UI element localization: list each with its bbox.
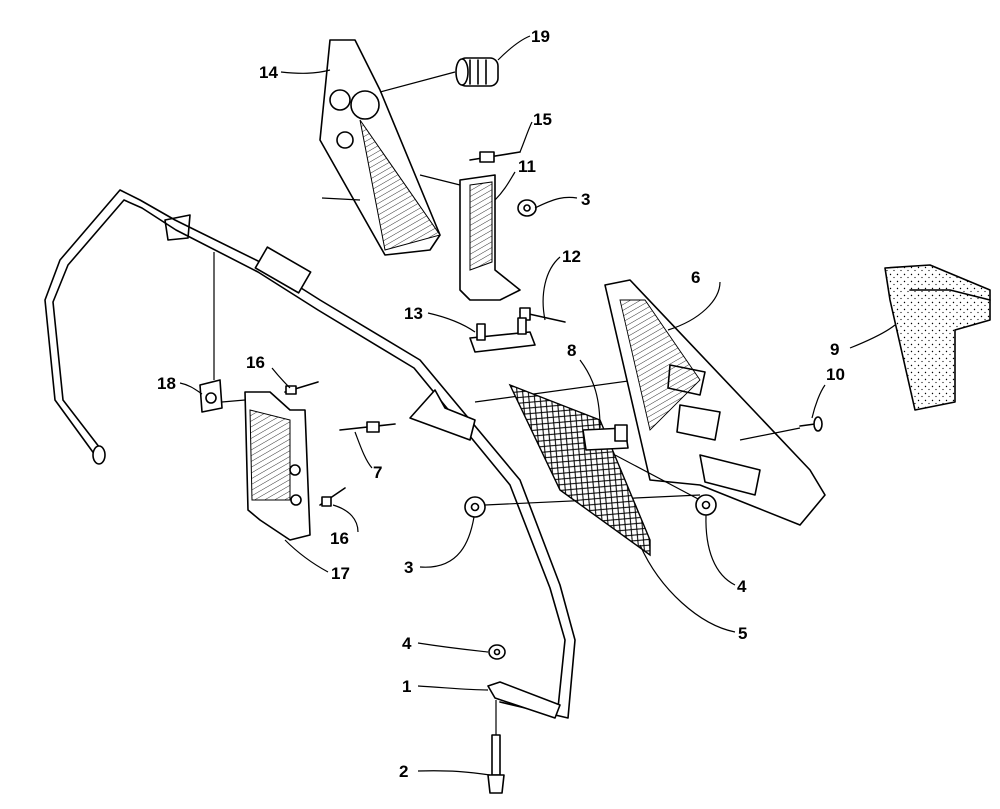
screw-10	[739, 416, 823, 441]
rivet-16-upper	[284, 381, 319, 395]
nut-4-right	[695, 494, 717, 516]
angle-bracket-11	[419, 174, 521, 301]
svg-text:15: 15	[533, 110, 552, 129]
svg-text:19: 19	[531, 27, 550, 46]
foam-pad-9	[884, 264, 991, 411]
callout-16-lower: 16	[330, 504, 359, 548]
clip-plate-8	[582, 424, 629, 451]
rivet-16-lower	[319, 487, 346, 507]
svg-text:4: 4	[402, 634, 412, 653]
svg-text:8: 8	[567, 341, 576, 360]
callout-15: 15	[519, 110, 552, 153]
svg-text:6: 6	[691, 268, 700, 287]
callout-11: 11	[494, 157, 536, 201]
bar-bracket	[409, 377, 651, 441]
callout-10: 10	[811, 365, 845, 419]
spacer-pin-7	[339, 421, 396, 433]
clamp-18	[199, 252, 223, 413]
svg-text:18: 18	[157, 374, 176, 393]
callout-14: 14	[259, 63, 331, 82]
nut-3-upper	[517, 199, 537, 217]
svg-text:13: 13	[404, 304, 423, 323]
callout-7: 7	[354, 431, 382, 482]
frame-bar	[44, 189, 576, 719]
u-bracket-1	[487, 681, 561, 719]
callout-9: 9	[830, 324, 896, 359]
callout-16-upper: 16	[246, 353, 291, 389]
grommet-19	[455, 57, 499, 87]
callout-13: 13	[404, 304, 476, 333]
svg-text:10: 10	[826, 365, 845, 384]
callout-3-upper: 3	[534, 190, 590, 209]
side-panel-6	[604, 279, 826, 526]
callout-18: 18	[157, 374, 203, 395]
svg-text:4: 4	[737, 577, 747, 596]
svg-text:7: 7	[373, 463, 382, 482]
svg-text:2: 2	[399, 762, 408, 781]
svg-text:3: 3	[581, 190, 590, 209]
pin-15	[469, 151, 521, 163]
callout-4-upper: 4	[402, 634, 489, 653]
svg-text:16: 16	[246, 353, 265, 372]
svg-text:5: 5	[738, 624, 747, 643]
svg-text:14: 14	[259, 63, 278, 82]
svg-text:1: 1	[402, 677, 411, 696]
bolt-2	[487, 700, 505, 794]
mesh-screen-5	[508, 383, 651, 557]
callout-17: 17	[284, 539, 350, 583]
callout-6: 6	[667, 268, 721, 331]
nut-4-lower	[488, 644, 506, 660]
callout-3-lower: 3	[404, 516, 475, 577]
side-plate-17	[221, 391, 311, 541]
svg-text:9: 9	[830, 340, 839, 359]
callout-19: 19	[497, 27, 550, 61]
callout-12: 12	[542, 247, 581, 321]
mounting-plate-14	[319, 39, 456, 256]
stud-plate-13	[469, 317, 536, 353]
svg-text:17: 17	[331, 564, 350, 583]
svg-text:3: 3	[404, 558, 413, 577]
svg-text:11: 11	[518, 157, 536, 176]
svg-text:12: 12	[562, 247, 581, 266]
callout-5: 5	[639, 544, 747, 643]
callout-4-right: 4	[705, 514, 747, 596]
callout-8: 8	[567, 341, 601, 429]
svg-text:16: 16	[330, 529, 349, 548]
callout-1: 1	[402, 677, 489, 696]
callout-2: 2	[399, 762, 491, 781]
